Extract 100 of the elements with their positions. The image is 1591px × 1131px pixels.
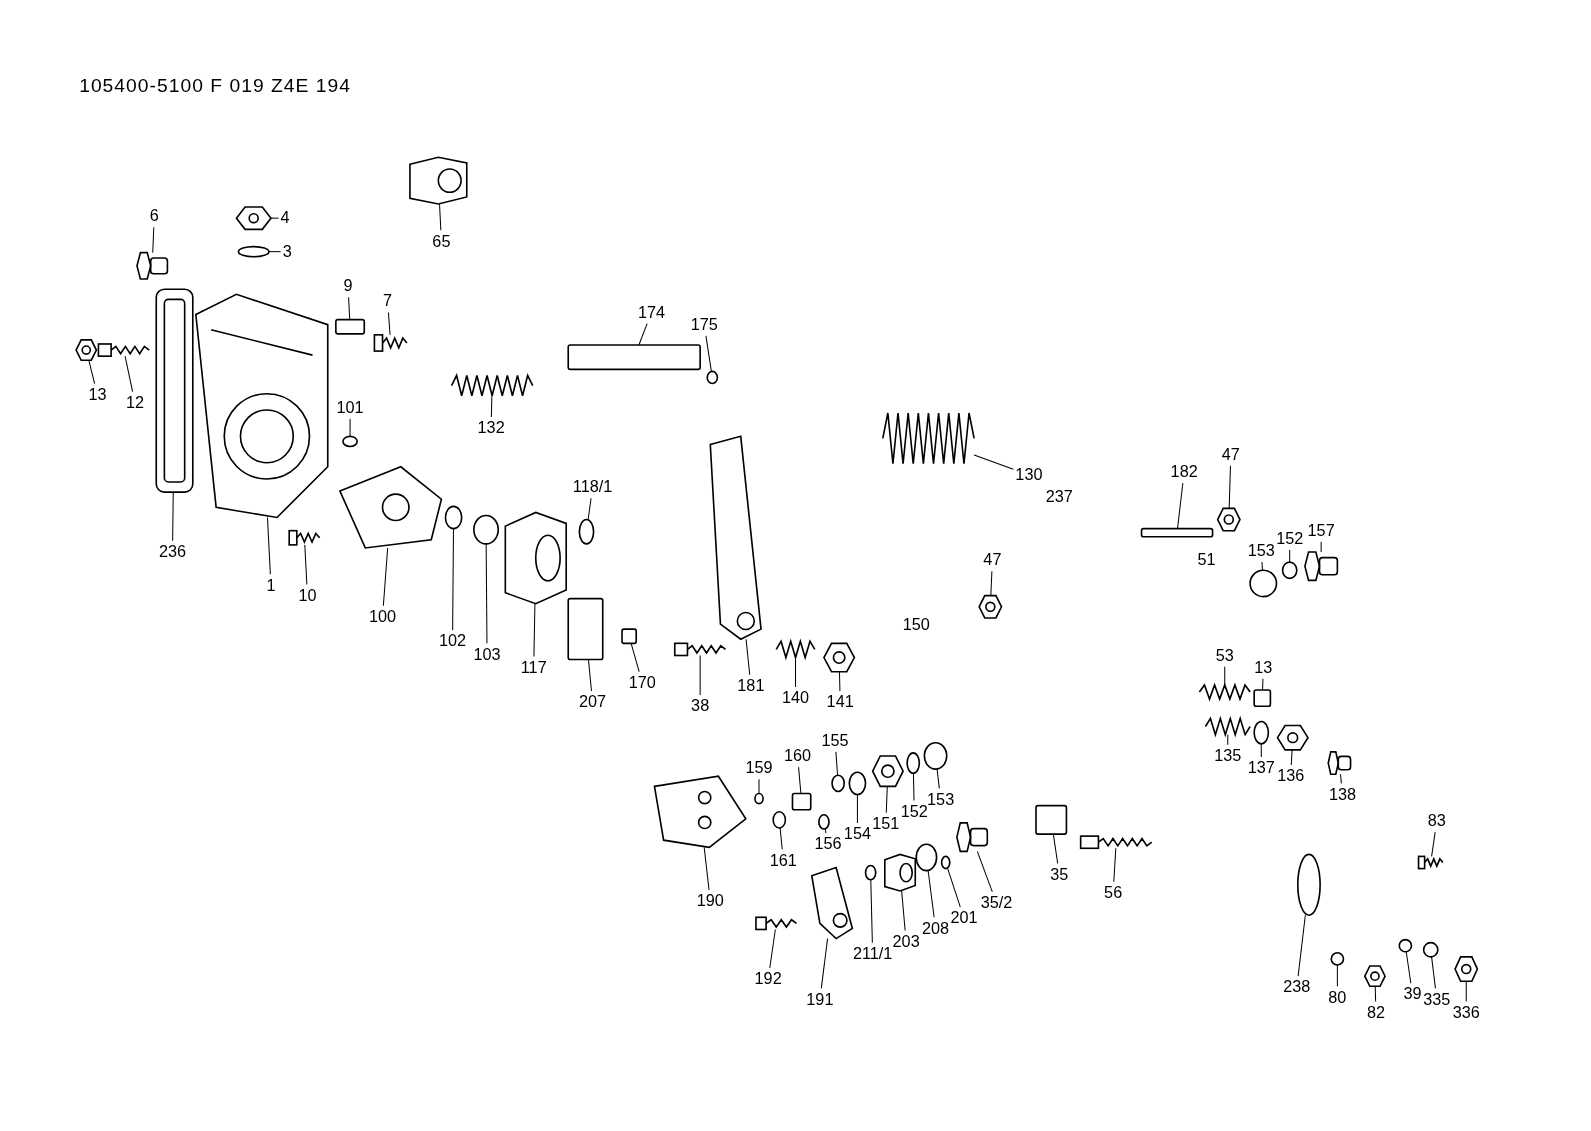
leader-line (1465, 980, 1467, 1002)
washer-drawing (1281, 561, 1298, 580)
leader-line (824, 828, 827, 834)
leader-line (1339, 773, 1342, 784)
leader-line (758, 778, 760, 794)
callout-number: 102 (439, 632, 467, 651)
plate-drawing (335, 318, 366, 335)
callout-number: 101 (336, 398, 364, 418)
callout-number: 136 (1277, 767, 1305, 786)
callout-number: 80 (1328, 988, 1347, 1007)
leader-line (703, 846, 710, 891)
callout-number: 211/1 (852, 944, 893, 963)
plug-drawing (1304, 551, 1339, 582)
callout-number: 132 (477, 419, 505, 438)
nut-drawing (978, 594, 1003, 619)
washer-drawing (906, 752, 921, 774)
leader-line (1227, 734, 1229, 746)
callout-number: 9 (343, 277, 353, 296)
callout-number: 56 (1104, 883, 1123, 903)
housing-drawing (194, 293, 329, 519)
gasket-drawing (155, 288, 194, 493)
callout-number: 117 (520, 658, 547, 677)
leader-line (1405, 951, 1412, 984)
leader-line (1374, 985, 1377, 1002)
leader-line (172, 491, 174, 542)
callout-number: 157 (1307, 521, 1335, 540)
callout-number: 140 (782, 689, 810, 708)
bolt-drawing (97, 343, 150, 357)
plug-drawing (136, 251, 169, 280)
nut-drawing (1363, 965, 1386, 988)
leader-line (1431, 956, 1436, 989)
callout-number: 47 (983, 551, 1002, 570)
callout-number: 1 (266, 576, 276, 595)
leader-line (533, 603, 536, 657)
callout-number: 154 (843, 824, 871, 844)
nut-drawing (871, 755, 904, 788)
callout-number: 151 (872, 814, 900, 834)
spring-drawing (775, 638, 816, 661)
leader-line (490, 395, 493, 418)
callout-number: 208 (922, 919, 950, 938)
callout-number: 203 (892, 932, 920, 951)
spring-drawing (882, 412, 975, 465)
callout-number: 156 (814, 835, 842, 854)
callout-number: 83 (1427, 811, 1446, 830)
washer-drawing (818, 814, 830, 830)
callout-number: 201 (950, 909, 978, 928)
leader-line (973, 454, 1014, 470)
callout-number: 51 (1197, 551, 1216, 570)
bolt-drawing (755, 916, 798, 931)
leader-line (745, 638, 751, 676)
callout-number: 237 (1045, 488, 1073, 507)
leader-line (485, 543, 488, 644)
washer-drawing (444, 505, 463, 530)
callout-number: 153 (1247, 541, 1275, 561)
leader-line (936, 768, 940, 789)
callout-number: 118/1 (572, 477, 613, 497)
leader-line (1262, 678, 1264, 691)
bolt-drawing (373, 334, 408, 352)
leader-line (901, 890, 906, 931)
leader-line (638, 323, 648, 346)
leader-line (912, 772, 915, 802)
nut-drawing (1454, 956, 1479, 982)
callout-number: 13 (88, 385, 107, 404)
leader-line (1261, 561, 1263, 571)
callout-number: 155 (821, 731, 849, 750)
block-drawing (1035, 804, 1068, 835)
washer-drawing (940, 855, 951, 870)
callout-number: 7 (383, 292, 393, 311)
leader-line (587, 659, 592, 692)
leader-line (152, 226, 155, 254)
pin-drawing (1140, 527, 1214, 538)
callout-number: 3 (282, 242, 292, 261)
nut-drawing (1216, 507, 1241, 532)
block-drawing (621, 628, 638, 645)
leader-line (1289, 549, 1291, 563)
washer-drawing (831, 774, 846, 793)
callout-number: 160 (784, 746, 812, 766)
callout-number: 190 (696, 891, 724, 911)
callout-number: 12 (125, 393, 144, 412)
leader-line (699, 655, 701, 696)
leader-line (1052, 833, 1059, 864)
bolt-drawing (1417, 855, 1444, 870)
bolt-drawing (1079, 835, 1153, 850)
leader-line (1177, 482, 1184, 530)
leader-line (1320, 541, 1322, 553)
spring-drawing (450, 373, 534, 397)
callout-number: 6 (149, 207, 159, 226)
callout-number: 207 (579, 693, 607, 712)
leader-line (124, 355, 134, 393)
leader-line (795, 657, 797, 688)
washer-drawing (848, 771, 867, 796)
leader-line (630, 642, 640, 673)
washer-drawing (772, 810, 787, 829)
sleeve-drawing (409, 156, 468, 205)
leader-line (349, 418, 351, 437)
bolt-drawing (673, 642, 727, 657)
leader-line (270, 217, 280, 219)
callout-number: 336 (1452, 1003, 1480, 1022)
leader-line (1431, 831, 1436, 857)
leader-line (1224, 666, 1226, 686)
